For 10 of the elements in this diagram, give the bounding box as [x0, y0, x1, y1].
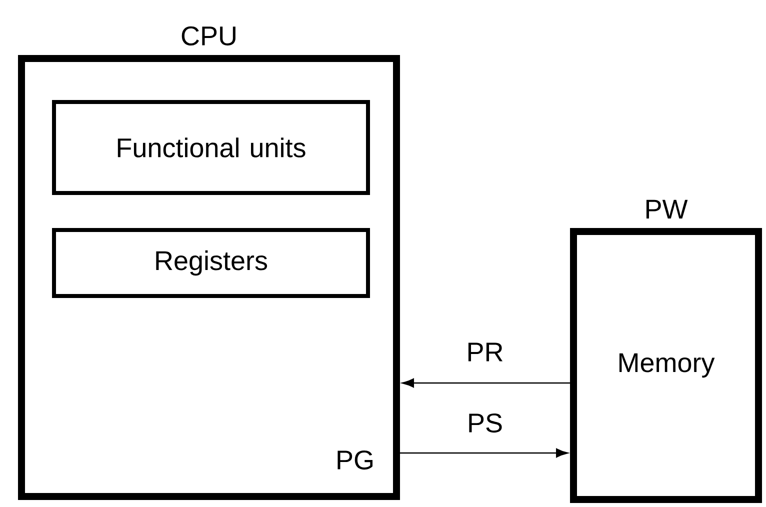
box-heading: CPU: [182, 26, 236, 46]
edge-label: PR: [465, 342, 505, 362]
unit-box: Registers: [52, 228, 370, 298]
edge-label: PS: [466, 412, 504, 434]
memory-box: Memory: [570, 228, 762, 503]
signal-label: PG: [338, 450, 372, 470]
unit-box: Functional units: [52, 100, 370, 195]
box-heading: PW: [646, 200, 688, 218]
arrow: [402, 378, 570, 388]
arrow: [400, 448, 568, 458]
